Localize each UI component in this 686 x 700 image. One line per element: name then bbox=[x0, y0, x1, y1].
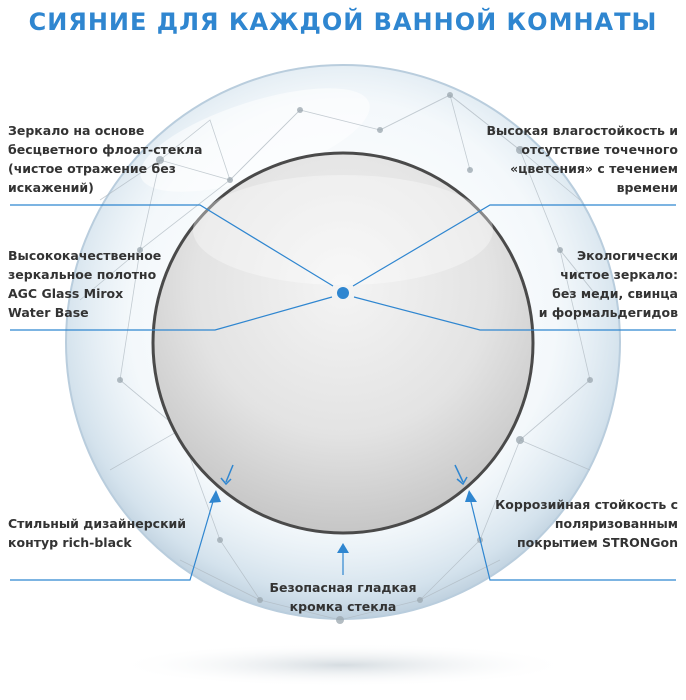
mirror-reflection bbox=[193, 175, 493, 285]
feature-eco-mirror: Экологически чистое зеркало: без меди, с… bbox=[538, 248, 678, 320]
feature-safe-edge: Безопасная гладкая кромка стекла bbox=[269, 580, 417, 614]
leader-mid-left bbox=[10, 296, 333, 331]
inner-arrows bbox=[220, 464, 468, 486]
leader-top-right bbox=[352, 204, 676, 287]
center-point bbox=[337, 287, 349, 299]
arrow-bottom-right bbox=[465, 490, 477, 502]
network-nodes bbox=[117, 92, 593, 624]
feature-float-glass: Зеркало на основе бесцветного флоат-стек… bbox=[8, 123, 203, 195]
bubble-highlight bbox=[140, 88, 370, 192]
feature-design-contour: Стильный дизайнерский контур rich-black bbox=[8, 516, 187, 550]
page-title: СИЯНИЕ ДЛЯ КАЖДОЙ ВАННОЙ КОМНАТЫ bbox=[28, 8, 658, 36]
round-mirror bbox=[151, 151, 535, 535]
leader-top-left bbox=[10, 204, 334, 287]
arrow-bottom-left bbox=[209, 490, 221, 503]
leader-bottom-left bbox=[10, 497, 215, 581]
feature-moisture-resistance: Высокая влагостойкость и отсутствие точе… bbox=[486, 123, 679, 195]
feature-corrosion-resistance: Коррозийная стойкость с поляризованным п… bbox=[495, 497, 678, 550]
arrowheads bbox=[209, 490, 477, 553]
leader-lines bbox=[10, 204, 676, 581]
feature-agc-mirror: Высококачественное зеркальное полотно AG… bbox=[8, 248, 162, 320]
arrow-bottom-center bbox=[337, 543, 349, 553]
leader-bottom-right bbox=[469, 497, 676, 581]
leader-mid-right bbox=[353, 296, 676, 331]
bubble-shadow bbox=[113, 643, 573, 687]
